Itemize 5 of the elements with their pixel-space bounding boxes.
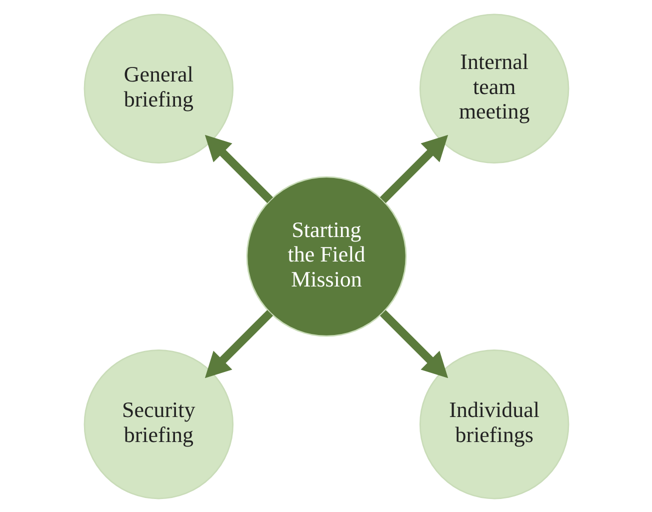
arrow [204,309,273,378]
arrow [379,134,448,203]
arrow [379,309,448,378]
node-circle: Starting the Field Mission [246,176,406,336]
arrow [204,134,273,203]
